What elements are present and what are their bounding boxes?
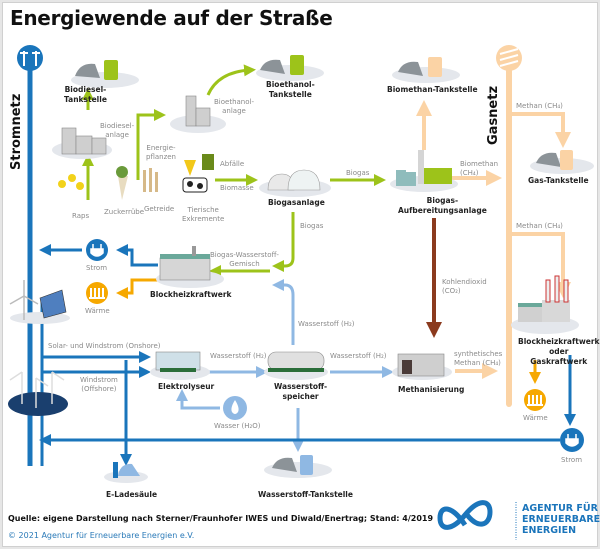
plug-icon — [86, 239, 108, 261]
gasnetz-label: Gasnetz — [486, 85, 501, 145]
methanation-label: Methanisierung — [398, 385, 465, 394]
power-plant-icon — [518, 275, 570, 322]
water-to-electrolyser-arrow — [176, 389, 220, 410]
car-bioethanol-icon — [260, 55, 304, 75]
h2-up-label: Wasserstoff (H₂) — [298, 320, 355, 328]
radiator-icon — [86, 282, 108, 304]
chp-or-gas-plant-label: Blockheizkraftwerk oder Gaskraftwerk — [518, 337, 600, 366]
heat-label-2: Wärme — [523, 414, 548, 422]
methan-to-gas-station-arrow — [509, 112, 571, 148]
methan-label-1: Methan (CH₄) — [516, 102, 563, 110]
biodiesel-plant-label: Biodiesel- anlage — [100, 122, 135, 139]
strom-label-1: Strom — [86, 264, 108, 272]
cow-icon — [182, 177, 208, 193]
waste-label: Abfälle — [220, 160, 245, 168]
power-pylon-icon — [17, 45, 43, 71]
upgrading-plant-label: Biogas- Aufbereitungsanlage — [398, 196, 487, 215]
h2-station-label: Wasserstoff-Tankstelle — [258, 490, 353, 499]
strom-label-2: Strom — [561, 456, 583, 464]
raps-label: Raps — [72, 212, 90, 220]
raps-icon — [58, 174, 84, 190]
sugar-beet-icon — [116, 166, 128, 200]
aee-logo-text: AGENTUR FÜR ERNEUERBARE ENERGIEN — [522, 503, 600, 536]
page-title: Energiewende auf der Straße — [10, 6, 333, 30]
h2-label-2: Wasserstoff (H₂) — [330, 352, 387, 360]
onshore-arrow — [40, 351, 151, 363]
car-gas-icon — [536, 150, 573, 170]
upgrading-plant-icon — [396, 150, 452, 186]
waste-bin-icon — [202, 154, 214, 170]
bioethanol-to-station-arrow — [206, 64, 256, 96]
manure-label: Tierische Exkremente — [182, 206, 225, 223]
bioethanol-station-label: Bioethanol- Tankstelle — [266, 80, 315, 99]
corn-icon — [184, 160, 196, 176]
chp-label: Blockheizkraftwerk — [150, 290, 232, 299]
biomethan-station-label: Biomethan-Tankstelle — [387, 85, 478, 94]
water-drop-icon — [223, 396, 247, 420]
electrolyser-icon — [155, 351, 201, 372]
e-charging-label: E-Ladesäule — [106, 490, 158, 499]
e-car-icon — [113, 462, 140, 478]
aee-logo-icon — [437, 500, 517, 540]
methan-label-2: Methan (CH₄) — [516, 222, 563, 230]
copyright-note: © 2021 Agentur für Erneuerbare Energien … — [8, 531, 195, 540]
biomethan-label: Biomethan (CH₄) — [460, 160, 499, 177]
h2-up-to-mix-arrow — [272, 279, 295, 345]
car-biomethan-icon — [398, 57, 442, 77]
source-note: Quelle: eigene Darstellung nach Sterner/… — [8, 514, 434, 523]
methan-to-power-plant-arrow — [509, 232, 571, 298]
logo-line-1: AGENTUR FÜR — [522, 503, 598, 514]
heat-label-1: Wärme — [85, 307, 110, 315]
biodiesel-station-label: Biodiesel- Tankstelle — [64, 85, 107, 104]
co2-label: Kohlendioxid (CO₂) — [442, 278, 487, 295]
energy-crops-label: Energie- pflanzen — [146, 144, 176, 161]
h2-storage-label: Wasserstoff- speicher — [274, 382, 328, 401]
stromnetz-label: Stromnetz — [9, 93, 24, 170]
logo-line-2: ERNEUERBARE — [522, 514, 600, 525]
sugar-beet-label: Zuckerrübe — [104, 208, 145, 216]
methanation-icon — [397, 353, 445, 377]
biogas-plant-icon — [267, 169, 321, 191]
radiator-icon-2 — [524, 389, 546, 411]
biogas-flow-label: Biogas — [346, 169, 370, 177]
gas-mix-label: Biogas-Wasserstoff- Gemisch — [210, 251, 279, 268]
chp-to-strom-arrow — [116, 244, 158, 267]
synth-methane-label: synthetisches Methan (CH₄) — [454, 350, 503, 367]
car-biodiesel-icon — [75, 60, 118, 80]
crops-to-bioethanol-arrow — [136, 109, 166, 180]
pv-wind-shadow — [10, 312, 70, 324]
gas-station-label: Gas-Tankstelle — [528, 176, 589, 185]
biogas-down-label: Biogas — [300, 222, 324, 230]
plug-icon-2 — [560, 428, 584, 452]
onshore-label: Solar- und Windstrom (Onshore) — [48, 342, 161, 350]
biomass-label: Biomasse — [220, 184, 254, 192]
water-label: Wasser (H₂O) — [214, 422, 261, 430]
offshore-label: Windstrom (Offshore) — [80, 376, 118, 393]
h2-label-1: Wasserstoff (H₂) — [210, 352, 267, 360]
gas-network-icon — [496, 45, 522, 71]
grain-icon — [143, 168, 158, 192]
bioethanol-plant-icon — [185, 95, 211, 127]
wind-turbine-onshore-icon — [9, 280, 39, 320]
car-h2-icon — [272, 455, 313, 475]
wind-turbines-offshore-icon — [9, 371, 65, 408]
biogas-down-arrow — [272, 212, 295, 272]
h2-storage-icon — [267, 351, 325, 372]
solar-panel-icon — [39, 289, 67, 319]
bioethanol-plant-label: Bioethanol- anlage — [214, 98, 254, 115]
biogas-plant-label: Biogasanlage — [268, 198, 325, 207]
chp-plant-icon — [159, 246, 211, 281]
biodiesel-plant-icon — [61, 127, 107, 155]
grain-label: Getreide — [144, 205, 175, 213]
electrolyser-label: Elektrolyseur — [158, 382, 215, 391]
logo-line-3: ENERGIEN — [522, 525, 577, 536]
offshore-water — [8, 392, 68, 416]
chp-to-heat-arrow — [116, 278, 158, 299]
